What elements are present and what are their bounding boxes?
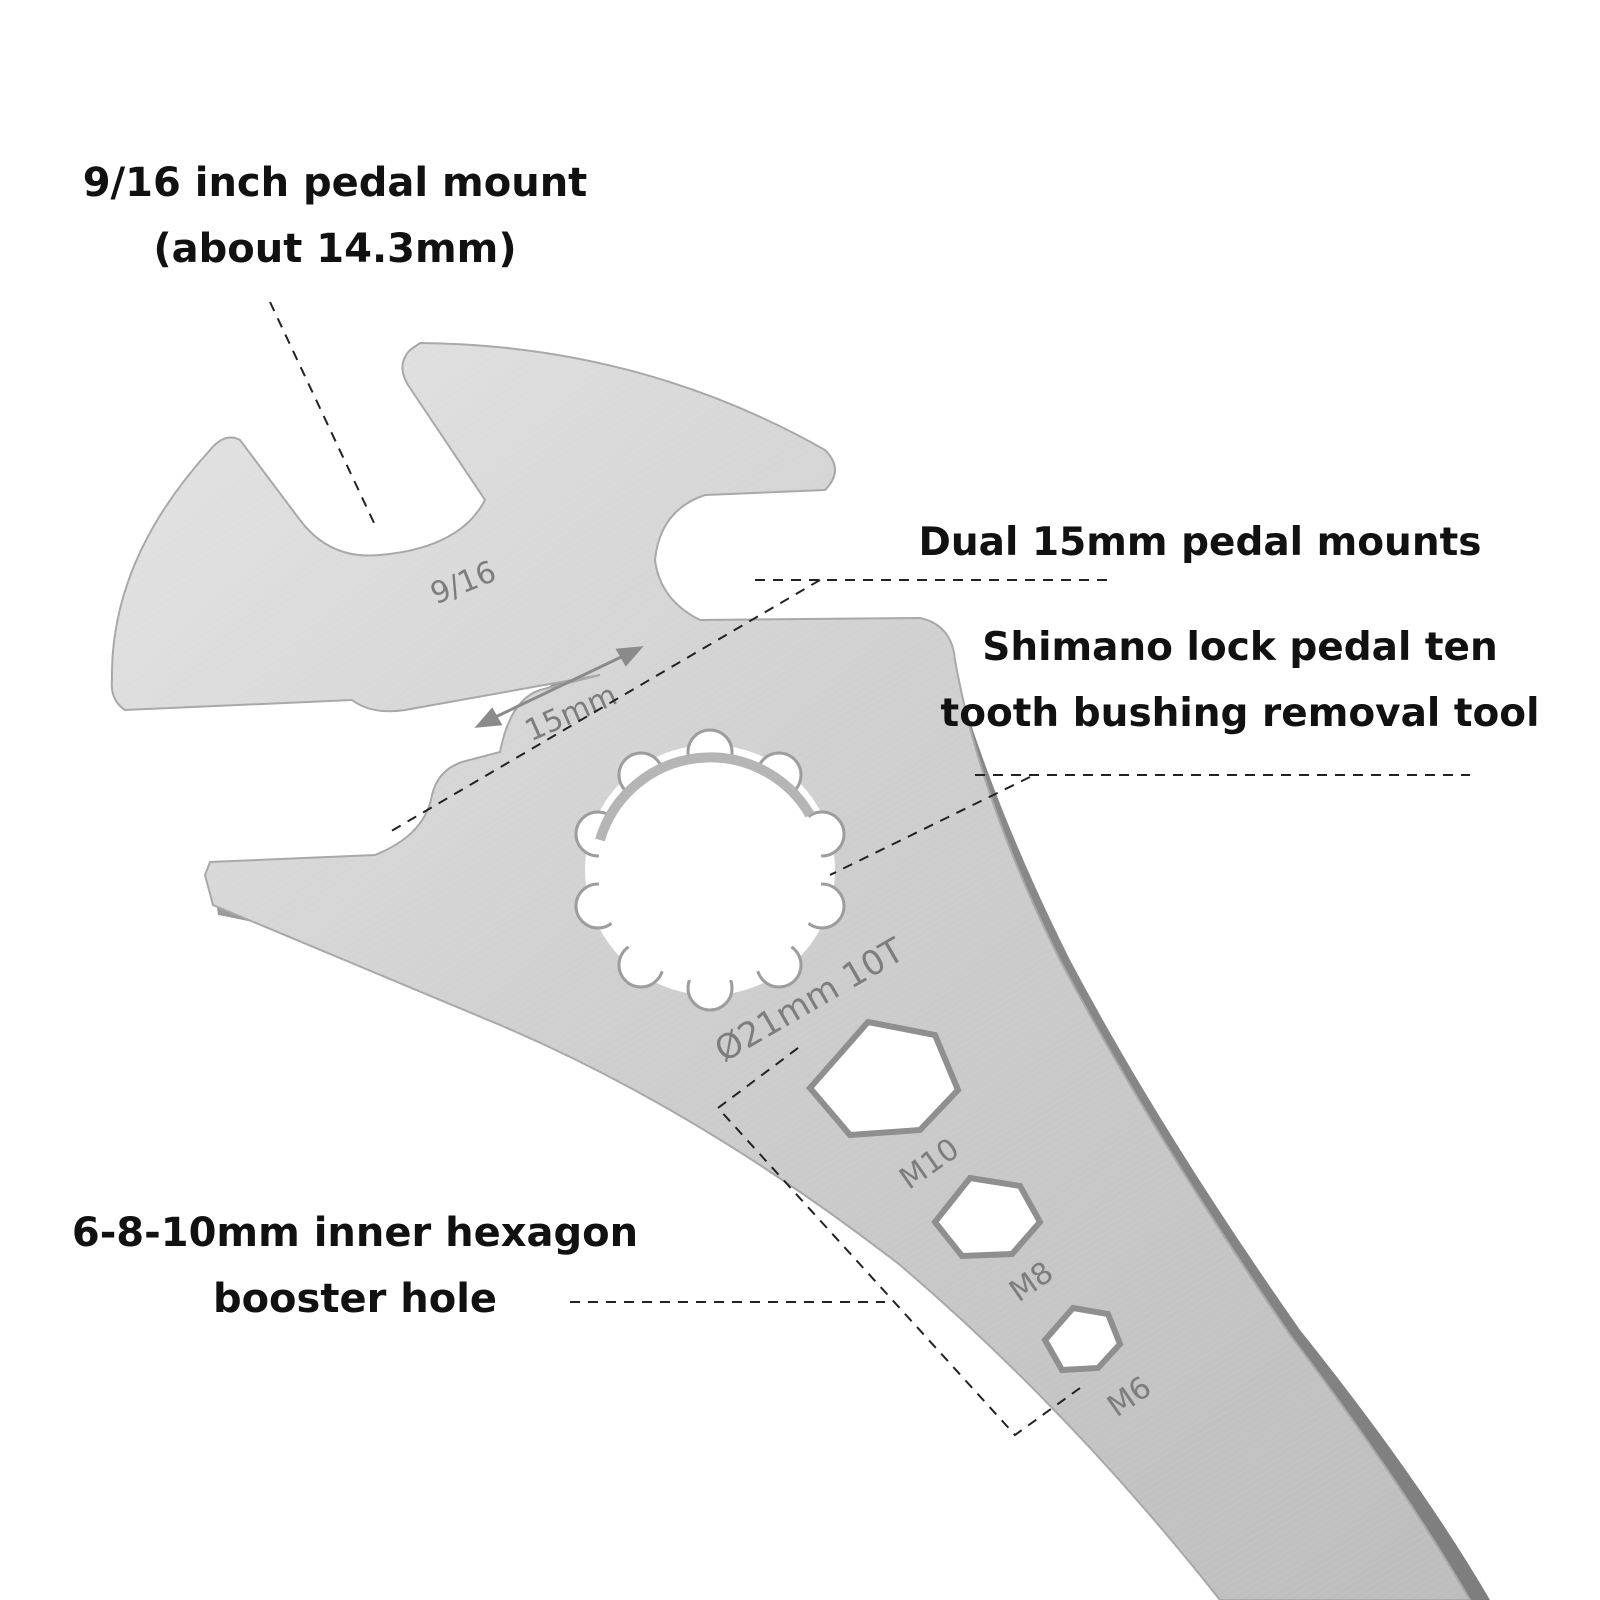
callout-hex-line2: booster hole <box>212 1276 498 1322</box>
spline-hole <box>574 728 846 1012</box>
leader-hex-bracket <box>716 1044 1081 1437</box>
callout-shimano-line1: Shimano lock pedal ten <box>982 625 1498 670</box>
hex-hole-m6 <box>1041 1304 1124 1374</box>
hex-hole-m10 <box>806 1018 962 1139</box>
callout-shimano-lockring: Shimano lock pedal ten tooth bushing rem… <box>900 615 1580 747</box>
callout-9-16-line2: (about 14.3mm) <box>153 226 517 272</box>
double-arrow-icon <box>474 646 644 728</box>
callout-9-16-line1: 9/16 inch pedal mount <box>82 160 588 206</box>
hex-hole-m8 <box>931 1174 1044 1260</box>
leader-9-16 <box>269 301 376 526</box>
callout-hex-holes: 6-8-10mm inner hexagon booster hole <box>30 1200 680 1332</box>
wrench: 9/16 15mm Ø21mm 10T M10 M8 M6 <box>110 341 1490 1600</box>
callout-dual-15mm-line1: Dual 15mm pedal mounts <box>918 520 1482 565</box>
callout-dual-15mm: Dual 15mm pedal mounts <box>880 510 1520 576</box>
leader-15mm-diagonal <box>387 579 821 834</box>
callout-hex-line1: 6-8-10mm inner hexagon <box>71 1210 639 1256</box>
leader-lines <box>269 301 1470 1437</box>
leader-spline-diagonal <box>829 776 1031 876</box>
callout-shimano-line2: tooth bushing removal tool <box>940 691 1540 736</box>
callout-9-16-pedal-mount: 9/16 inch pedal mount (about 14.3mm) <box>0 150 670 282</box>
